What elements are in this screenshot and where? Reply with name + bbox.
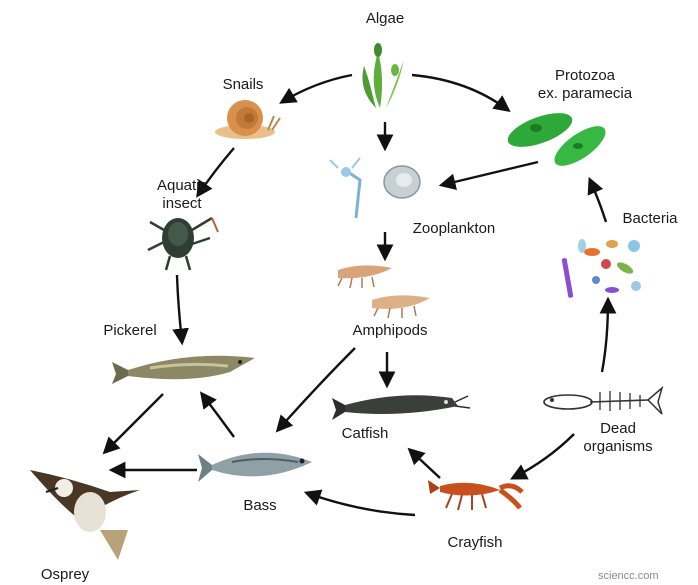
zooplankton-illustration [330, 158, 420, 218]
catfish-illustration [332, 395, 470, 420]
osprey-illustration [30, 470, 140, 560]
label-bacteria: Bacteria [610, 210, 690, 228]
label-snails: Snails [203, 76, 283, 94]
label-amphipods: Amphipods [335, 322, 445, 340]
arrow-pickerel-to-osprey [105, 394, 163, 452]
bacteria-illustration [562, 239, 641, 298]
arrow-amphipods-to-bass [278, 348, 355, 430]
arrow-crayfish-to-catfish [410, 450, 440, 478]
label-osprey: Osprey [25, 566, 105, 584]
arrow-insect-to-pickerel [177, 275, 182, 342]
label-algae: Algae [345, 10, 425, 28]
arrow-algae-to-snails [282, 75, 352, 102]
pickerel-illustration [112, 356, 255, 384]
arrow-algae-to-protozoa [412, 75, 508, 110]
label-aquatic-insect: Aquatic insect [132, 177, 232, 213]
label-bass: Bass [230, 497, 290, 515]
protozoa-illustration [504, 106, 612, 173]
watermark: sciencc.com [598, 570, 659, 582]
label-dead-organisms: Dead organisms [563, 420, 673, 456]
arrow-crayfish-to-bass [307, 493, 415, 515]
bass-illustration [198, 453, 312, 482]
arrow-protozoa-to-zooplankton [442, 162, 538, 185]
snail-illustration [215, 100, 280, 139]
crayfish-illustration [428, 480, 522, 510]
label-catfish: Catfish [325, 425, 405, 443]
dead-organism-skeleton-illustration [544, 388, 662, 414]
arrow-bacteria-to-protozoa [590, 180, 606, 222]
label-zooplankton: Zooplankton [394, 220, 514, 238]
algae-illustration [363, 43, 405, 108]
amphipods-illustration [338, 265, 430, 318]
label-pickerel: Pickerel [90, 322, 170, 340]
arrow-dead-to-bacteria [602, 300, 608, 372]
label-protozoa: Protozoa ex. paramecia [515, 67, 655, 103]
label-crayfish: Crayfish [430, 534, 520, 552]
aquatic-insect-illustration [148, 218, 218, 270]
arrow-bass-to-pickerel [202, 394, 234, 437]
